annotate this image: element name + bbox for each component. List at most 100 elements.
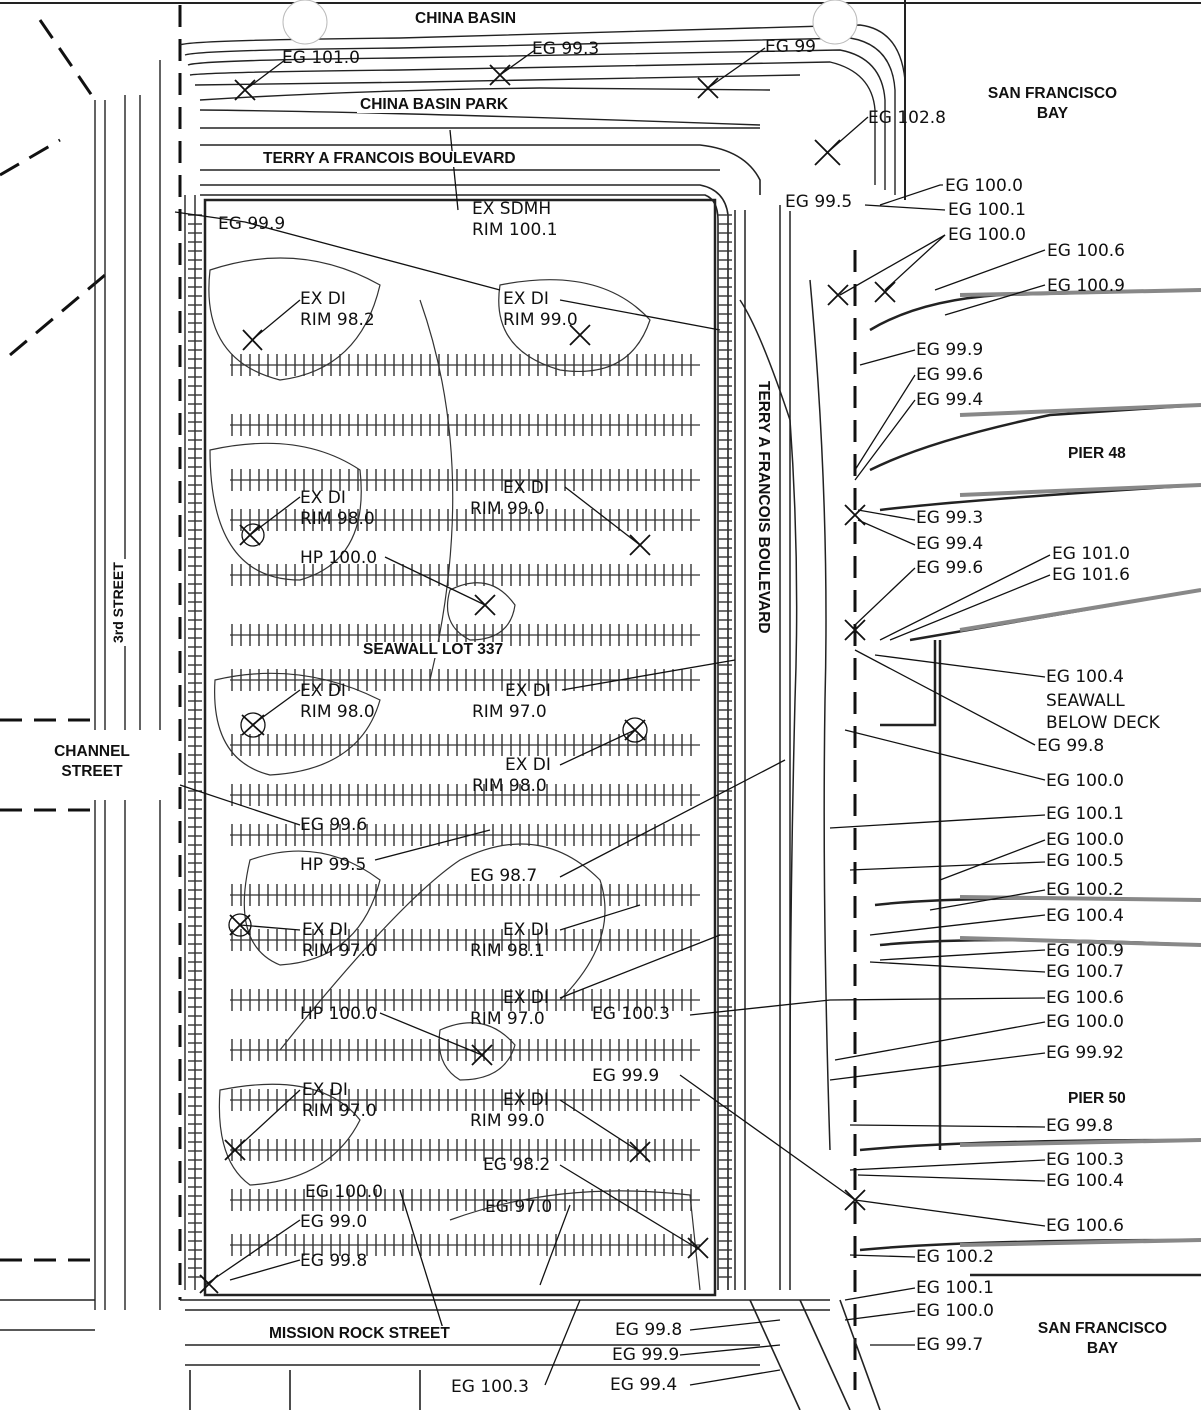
elevation-label: EG 99.8	[615, 1320, 683, 1340]
bay-label-south: SAN FRANCISCO BAY	[1020, 1321, 1185, 1356]
elevation-label: EG 100.2	[916, 1247, 994, 1267]
elevation-label: EG 100.1	[948, 200, 1026, 220]
china-basin-shoreline	[179, 24, 906, 200]
bay-south-line2: BAY	[1086, 1339, 1119, 1357]
elevation-label: EG 99.3	[916, 508, 984, 528]
elevation-label: EG 99.8	[1037, 736, 1105, 756]
channel-street-line1: CHANNEL	[54, 743, 130, 760]
rim-elevation: RIM 97.0	[470, 1009, 545, 1029]
elevation-label: EG 99.3	[532, 39, 600, 59]
seawall-lot-label: SEAWALL LOT 337	[360, 642, 507, 658]
point-type: EX DI	[503, 1090, 549, 1110]
elevation-label: EG 100.0	[1046, 1012, 1124, 1032]
elevation-label: EG 98.7	[470, 866, 538, 886]
elevation-label: EG 101.6	[1052, 565, 1130, 585]
elevation-label: EG 99.0	[300, 1212, 368, 1232]
terry-francois-north-label: TERRY A FRANCOIS BOULEVARD	[260, 151, 519, 167]
point-type: EX DI	[302, 1080, 348, 1100]
point-type: EX DI	[503, 988, 549, 1008]
storm-manhole-label: EX SDMH RIM 100.1	[472, 201, 558, 239]
point-type: EX DI	[503, 289, 549, 309]
elevation-label: EG 99.4	[916, 390, 984, 410]
elevation-label: EG 100.1	[1046, 804, 1124, 824]
point-type: EX DI	[300, 289, 346, 309]
parking-stall-ticks	[188, 214, 732, 1278]
elevation-label: EG 99.6	[916, 558, 984, 578]
elevation-label: EG 99.9	[612, 1345, 680, 1365]
point-type: EX DI	[503, 920, 549, 940]
elevation-label: HP 99.5	[300, 855, 367, 875]
elevation-label: EG 100.4	[1046, 906, 1124, 926]
elevation-label: EG 100.3	[592, 1004, 670, 1024]
elevation-label: EG 102.8	[868, 108, 946, 128]
elevation-label: EG 100.9	[1047, 276, 1125, 296]
rim-elevation: RIM 98.0	[300, 702, 375, 722]
elevation-label: EG 100.0	[916, 1301, 994, 1321]
point-type: EX DI	[505, 755, 551, 775]
terry-francois-east-road	[734, 205, 831, 1290]
bay-south-line1: SAN FRANCISCO	[1037, 1320, 1168, 1337]
elevation-label: HP 100.0	[300, 1004, 378, 1024]
elevation-label: EG 99.8	[300, 1251, 368, 1271]
seawall-note-line1: SEAWALL	[1046, 691, 1125, 711]
elevation-label: EG 100.2	[1046, 880, 1124, 900]
parking-rows	[230, 364, 700, 1246]
elevation-label: EG 99.7	[916, 1335, 984, 1355]
elevation-label: EG 99	[765, 37, 816, 57]
elevation-label: EG 97.0	[485, 1197, 553, 1217]
elevation-label: EG 99.9	[592, 1066, 660, 1086]
elevation-label: EG 100.4	[1046, 667, 1124, 687]
elevation-label: EG 101.0	[282, 48, 360, 68]
elevation-label: EG 100.0	[948, 225, 1026, 245]
dashed-boundary-lines	[0, 5, 857, 1390]
elevation-label: EG 99.92	[1046, 1043, 1124, 1063]
elevation-label: EG 101.0	[1052, 544, 1130, 564]
grade-contours	[208, 257, 701, 1291]
elevation-label: EG 100.0	[1046, 830, 1124, 850]
rim-elevation: RIM 98.0	[300, 509, 375, 529]
leader-lines	[174, 47, 1051, 1386]
channel-street-line2: STREET	[61, 762, 123, 780]
elevation-label: EG 100.0	[305, 1182, 383, 1202]
third-street-label: 3rd STREET	[110, 559, 126, 646]
elevation-label: EG 99.5	[782, 194, 856, 211]
bay-north-line1: SAN FRANCISCO	[987, 85, 1118, 102]
seawall-note: SEAWALL BELOW DECK	[1046, 693, 1160, 732]
elevation-label: EG 99.9	[218, 214, 286, 234]
elevation-label: EG 99.6	[300, 815, 368, 835]
mission-rock-lines	[180, 1299, 881, 1410]
elevation-label: EG 100.7	[1046, 962, 1124, 982]
elevation-label: EG 100.1	[916, 1278, 994, 1298]
point-type: EX DI	[302, 920, 348, 940]
rim-elevation: RIM 98.0	[472, 776, 547, 796]
elevation-label: EG 100.9	[1046, 941, 1124, 961]
bay-label-north: SAN FRANCISCO BAY	[970, 86, 1135, 121]
elevation-label: EG 98.2	[483, 1155, 551, 1175]
rim-elevation: RIM 99.0	[470, 499, 545, 519]
elevation-label: EG 100.6	[1046, 988, 1124, 1008]
elevation-label: EG 99.4	[916, 534, 984, 554]
seawall-note-line2: BELOW DECK	[1046, 713, 1160, 733]
rim-elevation: RIM 97.0	[302, 1101, 377, 1121]
point-type: EX DI	[505, 681, 551, 701]
bay-north-line2: BAY	[1036, 104, 1069, 122]
rim-elevation: RIM 99.0	[503, 310, 578, 330]
elevation-label: EG 99.8	[1046, 1116, 1114, 1136]
china-basin-label: CHINA BASIN	[412, 11, 520, 27]
elevation-label: EG 100.3	[1046, 1150, 1124, 1170]
rim-elevation: RIM 97.0	[302, 941, 377, 961]
elevation-label: EG 100.4	[1046, 1171, 1124, 1191]
mission-rock-street-label: MISSION ROCK STREET	[266, 1326, 453, 1342]
elevation-label: EG 99.4	[610, 1375, 678, 1395]
elevation-label: HP 100.0	[300, 548, 378, 568]
